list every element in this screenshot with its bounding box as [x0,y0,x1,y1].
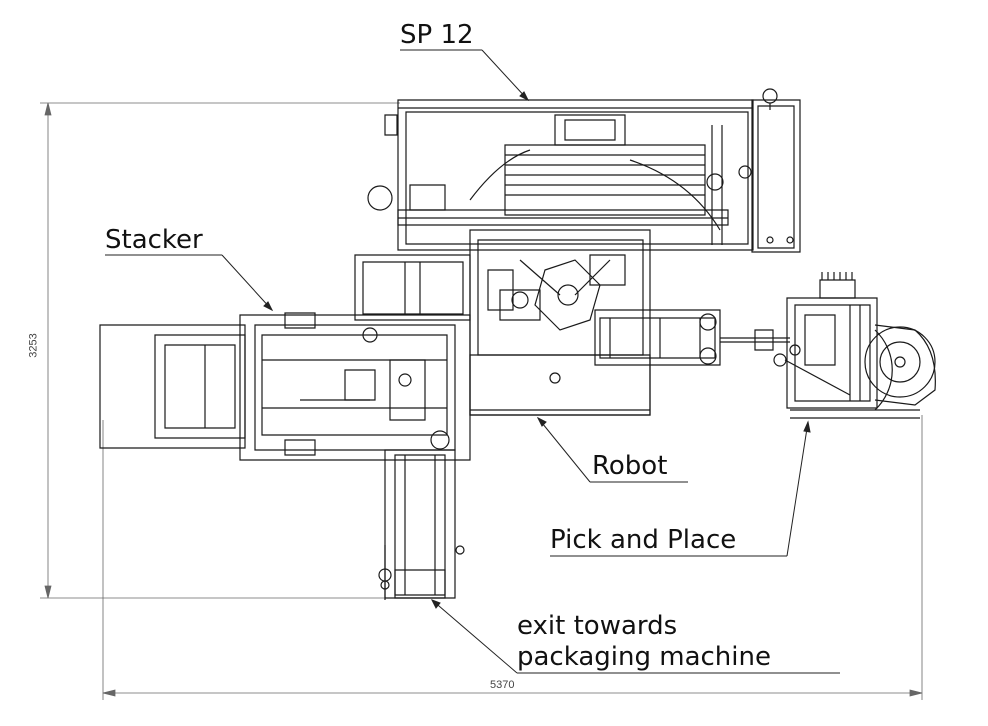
exit-conveyor [379,450,464,600]
stacker-unit [100,255,470,460]
robot-label: Robot [592,451,668,481]
pick-and-place-label: Pick and Place [550,525,737,555]
sp12-unit [368,89,800,252]
height-dimension-value: 3253 [27,333,40,358]
exit-label-line1: exit towards [517,611,678,641]
exit-label-line2: packaging machine [517,642,771,672]
dimension-lines [40,103,922,700]
pick-and-place-unit [774,272,935,418]
sp12-label: SP 12 [400,20,474,50]
leader-lines [105,50,840,673]
width-dimension-value: 5370 [490,679,515,691]
stacker-label: Stacker [105,225,203,255]
robot-unit [470,230,790,415]
